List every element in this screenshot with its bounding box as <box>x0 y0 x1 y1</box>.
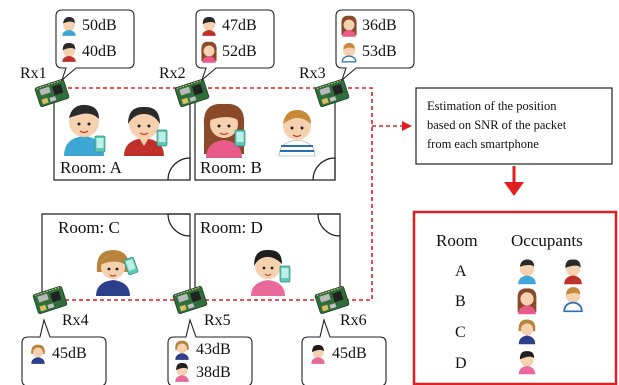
room-cell-b: B <box>455 293 466 310</box>
person-icon-b2 <box>278 109 316 157</box>
room-a: Room: A <box>53 85 191 181</box>
person-icon-b2 <box>563 287 583 313</box>
person-icon <box>341 15 357 37</box>
person-icon <box>201 41 217 63</box>
snr-reading: 53dB <box>362 43 397 60</box>
snr-reading: 45dB <box>332 345 367 362</box>
snr-bubble-rx1: 50dB 40dB <box>55 9 135 82</box>
column-header-room: Room <box>436 231 478 250</box>
room-c-label: Room: C <box>58 218 120 237</box>
room-d-label: Room: D <box>200 218 263 237</box>
room-cell-c: C <box>455 324 466 341</box>
person-icon-b1 <box>203 103 246 158</box>
person-icon-a2 <box>564 259 582 285</box>
person-icon <box>341 42 357 63</box>
room-d: Room: D <box>194 213 341 305</box>
snr-reading: 47dB <box>222 17 257 34</box>
receiver-board-icon <box>314 78 350 108</box>
estimation-line: Estimation of the position <box>427 99 557 113</box>
snr-bubble-rx6: 45dB <box>301 318 387 385</box>
person-icon <box>311 344 325 364</box>
person-icon <box>31 344 45 364</box>
receiver-board-icon <box>174 78 210 108</box>
receiver-board-icon <box>172 285 208 315</box>
receiver-rx5: Rx5 <box>172 285 231 329</box>
person-icon <box>62 42 76 62</box>
room-a-label: Room: A <box>60 158 123 177</box>
room-cell-a: A <box>455 263 467 280</box>
receiver-rx2: Rx2 <box>159 65 210 108</box>
snr-bubble-rx3: 36dB 53dB <box>335 9 415 82</box>
arrow-down-icon <box>504 166 524 196</box>
estimation-box: Estimation of the position based on SNR … <box>415 87 613 165</box>
estimation-line: from each smartphone <box>427 137 539 151</box>
receiver-label: Rx2 <box>159 65 186 82</box>
person-icon-d1 <box>518 351 536 375</box>
snr-reading: 45dB <box>52 345 87 362</box>
receiver-board-icon <box>32 285 68 315</box>
snr-reading: 50dB <box>82 17 117 34</box>
person-icon <box>175 362 189 382</box>
person-icon <box>62 16 76 36</box>
receiver-label: Rx3 <box>299 65 326 82</box>
person-icon <box>202 16 216 36</box>
receiver-label: Rx5 <box>204 312 231 329</box>
person-icon-d1 <box>251 249 291 296</box>
person-icon-a1 <box>64 104 106 156</box>
receiver-board-icon <box>314 285 350 315</box>
person-icon-b1 <box>517 288 537 315</box>
person-icon-a2 <box>124 106 168 156</box>
receiver-rx1: Rx1 <box>20 65 70 108</box>
room-c: Room: C <box>41 213 191 305</box>
receiver-label: Rx1 <box>20 65 47 82</box>
estimation-line: based on SNR of the packet <box>427 118 567 132</box>
receiver-rx6: Rx6 <box>314 285 367 329</box>
snr-reading: 52dB <box>222 43 257 60</box>
room-b-label: Room: B <box>200 158 262 177</box>
person-icon-c1 <box>518 319 536 345</box>
person-icon <box>175 340 189 360</box>
receiver-rx3: Rx3 <box>299 65 350 108</box>
receiver-rx4: Rx4 <box>32 285 89 329</box>
person-icon-a1 <box>518 259 536 285</box>
snr-reading: 38dB <box>196 364 231 381</box>
column-header-occupants: Occupants <box>511 231 583 250</box>
receiver-label: Rx6 <box>340 312 367 329</box>
room-cell-d: D <box>455 355 467 372</box>
receiver-label: Rx4 <box>62 312 89 329</box>
result-table: Room Occupants A B C D <box>412 210 618 385</box>
receiver-board-icon <box>34 78 70 108</box>
snr-reading: 40dB <box>82 43 117 60</box>
snr-bubble-rx4: 45dB <box>21 318 107 385</box>
snr-reading: 36dB <box>362 17 397 34</box>
person-icon-c1 <box>96 250 139 296</box>
arrow-right-icon <box>402 121 412 131</box>
snr-reading: 43dB <box>196 341 231 358</box>
snr-bubble-rx2: 47dB 52dB <box>195 9 275 82</box>
floor-plan: Room: A Room: B Room: C Room: D <box>41 85 341 305</box>
sensing-perimeter <box>47 87 412 301</box>
snr-bubble-rx5: 43dB 38dB <box>167 318 253 385</box>
room-b: Room: B <box>194 85 336 181</box>
